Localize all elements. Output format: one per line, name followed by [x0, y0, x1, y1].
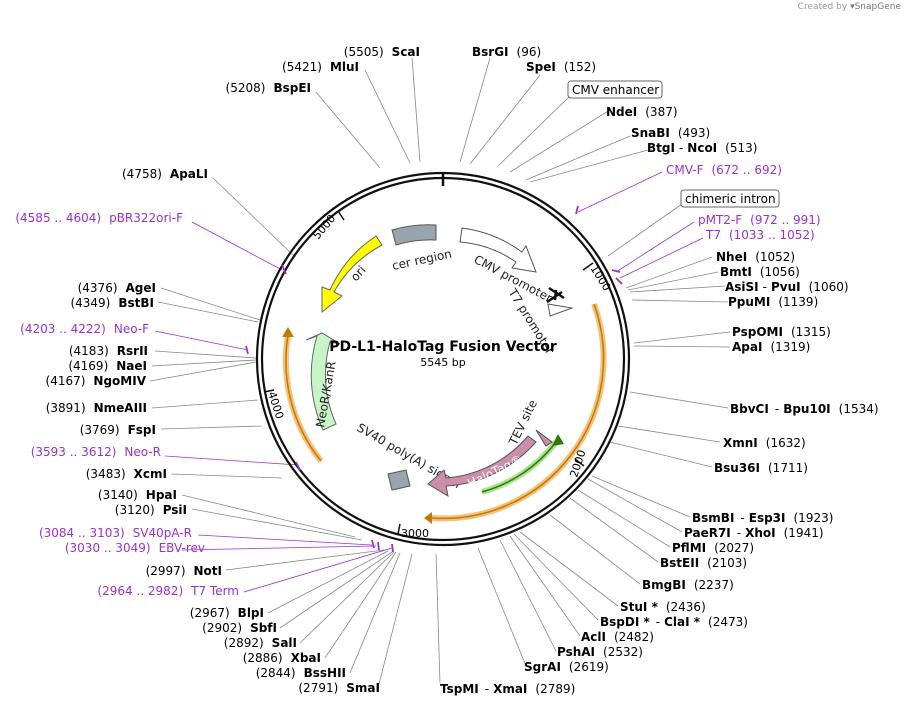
site-label-hpai[interactable]: (3140)HpaI	[98, 488, 177, 502]
plasmid-title: PD-L1-HaloTag Fusion Vector	[329, 339, 557, 355]
site-label-pshai[interactable]: PshAI(2532)	[557, 645, 643, 659]
primer-label-neo-f[interactable]: (4203 .. 4222)Neo-F	[20, 322, 149, 336]
site-label-xmni[interactable]: XmnI(1632)	[723, 436, 806, 450]
halotag-feature[interactable]	[427, 435, 537, 498]
site-label-btgi-ncoi[interactable]: BtgI-NcoI(513)	[647, 141, 757, 155]
site-label-ppumi[interactable]: PpuMI(1139)	[728, 295, 818, 309]
cer-region-feature[interactable]	[391, 224, 437, 246]
promoter-marker	[546, 286, 565, 304]
site-label-rsrii[interactable]: (4183)RsrII	[69, 344, 148, 358]
chimeric-intron-box[interactable]	[680, 189, 780, 208]
cmv-enhancer-box[interactable]	[567, 80, 663, 99]
site-label-bbvci-bpu10i[interactable]: BbvCI-Bpu10I(1534)	[730, 402, 879, 416]
site-label-psii[interactable]: (3120)PsiI	[115, 503, 187, 517]
primer-connector-lines	[154, 171, 704, 593]
site-label-snabi[interactable]: SnaBI(493)	[631, 126, 710, 140]
site-label-apali[interactable]: (4758)ApaLI	[122, 167, 208, 181]
primer-label-neo-r[interactable]: (3593 .. 3612)Neo-R	[31, 445, 161, 459]
site-label-bstbi[interactable]: (4349)BstBI	[70, 296, 154, 310]
site-label-bsmbi-esp3i[interactable]: BsmBI-Esp3I(1923)	[692, 511, 833, 525]
site-label-agei[interactable]: (4376)AgeI	[78, 281, 156, 295]
site-label-stui[interactable]: StuI *(2436)	[620, 600, 706, 614]
site-label-xcmi[interactable]: (3483)XcmI	[86, 467, 167, 481]
orf-arrowhead	[552, 434, 564, 446]
plasmid-length: 5545 bp	[420, 356, 465, 369]
primer-label-t7-term[interactable]: (2964 .. 2982)T7 Term	[97, 584, 239, 598]
site-label-xbai[interactable]: (2886)XbaI	[243, 651, 321, 665]
primer-label-pmt2-f[interactable]: pMT2-F(972 .. 991)	[698, 213, 821, 227]
site-label-sali[interactable]: (2892)SalI	[224, 636, 297, 650]
primer-label-pbr322ori-f[interactable]: (4585 .. 4604)pBR322ori-F	[15, 211, 183, 225]
orf-arrowhead	[282, 327, 294, 337]
primer-label-sv40pa-r[interactable]: (3084 .. 3103)SV40pA-R	[39, 526, 192, 540]
site-label-nmeaiii[interactable]: (3891)NmeAIII	[46, 401, 147, 415]
site-label-scai[interactable]: (5505)ScaI	[344, 45, 420, 59]
site-label-nhei[interactable]: NheI(1052)	[716, 250, 795, 264]
site-label-spei[interactable]: SpeI(152)	[526, 60, 596, 74]
site-connector-lines	[149, 57, 731, 689]
site-label-ndei[interactable]: NdeI(387)	[606, 105, 678, 119]
site-label-paer7i-xhoi[interactable]: PaeR7I-XhoI(1941)	[684, 526, 824, 540]
site-label-bsteii[interactable]: BstEII(2103)	[660, 556, 747, 570]
feature-connector-lines	[497, 95, 683, 257]
site-label-asisi-pvui[interactable]: AsiSI-PvuI(1060)	[725, 280, 849, 294]
t7-promoter-feature[interactable]	[547, 303, 574, 317]
site-label-noti[interactable]: (2997)NotI	[146, 564, 222, 578]
site-label-bspei[interactable]: (5208)BspEI	[226, 81, 311, 95]
site-label-tspmi-xmai[interactable]: TspMI-XmaI(2789)	[440, 682, 575, 696]
ruler-ticks	[263, 210, 594, 535]
cmv-enhancer-label: CMV enhancer	[572, 83, 659, 97]
cmv-promoter-feature[interactable]	[459, 227, 537, 273]
chimeric-intron-label: chimeric intron	[685, 192, 776, 206]
cer-region-label: cer region	[391, 247, 453, 273]
snapgene-logo-icon: ▾	[850, 2, 855, 12]
tick-label-3000: 3000	[401, 527, 429, 540]
site-label-sgrai[interactable]: SgrAI(2619)	[524, 660, 609, 674]
site-label-ngomiv[interactable]: (4167)NgoMIV	[46, 374, 147, 388]
site-label-bmti[interactable]: BmtI(1056)	[720, 265, 800, 279]
site-label-bmgbi[interactable]: BmgBI(2237)	[642, 578, 734, 592]
site-label-sbfi[interactable]: (2902)SbfI	[202, 621, 277, 635]
primer-label-cmv-f[interactable]: CMV-F(672 .. 692)	[666, 163, 782, 177]
tev-site-feature[interactable]	[535, 429, 553, 447]
primer-label-t7[interactable]: T7(1033 .. 1052)	[705, 228, 815, 242]
left-site-labels: (5505)ScaI (5421)MluI (5208)BspEI (4758)…	[46, 45, 420, 695]
site-label-smai[interactable]: (2791)SmaI	[298, 681, 380, 695]
neor-kanr-feature[interactable]	[305, 332, 341, 431]
site-label-blpi[interactable]: (2967)BlpI	[190, 606, 264, 620]
primer-label-ebv-rev[interactable]: (3030 .. 3049)EBV-rev	[65, 541, 205, 555]
site-label-bsrgi[interactable]: BsrGI(96)	[472, 45, 541, 59]
right-site-labels: BsrGI(96) SpeI(152) NdeI(387) SnaBI(493)…	[440, 45, 879, 696]
site-label-fspi[interactable]: (3769)FspI	[80, 423, 156, 437]
site-label-mlui[interactable]: (5421)MluI	[282, 60, 359, 74]
site-label-acli[interactable]: AclI(2482)	[581, 630, 654, 644]
orf-arrowhead	[424, 512, 432, 524]
tick-label-5000: 5000	[310, 212, 338, 242]
site-label-naei[interactable]: (4169)NaeI	[68, 359, 147, 373]
site-label-apai[interactable]: ApaI(1319)	[732, 340, 810, 354]
primer-marks	[245, 205, 623, 553]
site-label-bsu36i[interactable]: Bsu36I(1711)	[714, 461, 808, 475]
snapgene-credit: Created by ▾SnapGene	[797, 2, 901, 12]
site-label-pspomi[interactable]: PspOMI(1315)	[732, 325, 831, 339]
site-label-pflmi[interactable]: PflMI(2027)	[672, 541, 754, 555]
orf-arcs	[282, 302, 607, 522]
sv40-polya-feature[interactable]	[387, 469, 411, 491]
site-label-bsshii[interactable]: (2844)BssHII	[256, 666, 346, 680]
site-label-bspdi-clai[interactable]: BspDI *-ClaI *(2473)	[600, 615, 748, 629]
primer-labels: (4585 .. 4604)pBR322ori-F (4203 .. 4222)…	[15, 163, 820, 598]
ori-feature[interactable]	[321, 235, 383, 314]
